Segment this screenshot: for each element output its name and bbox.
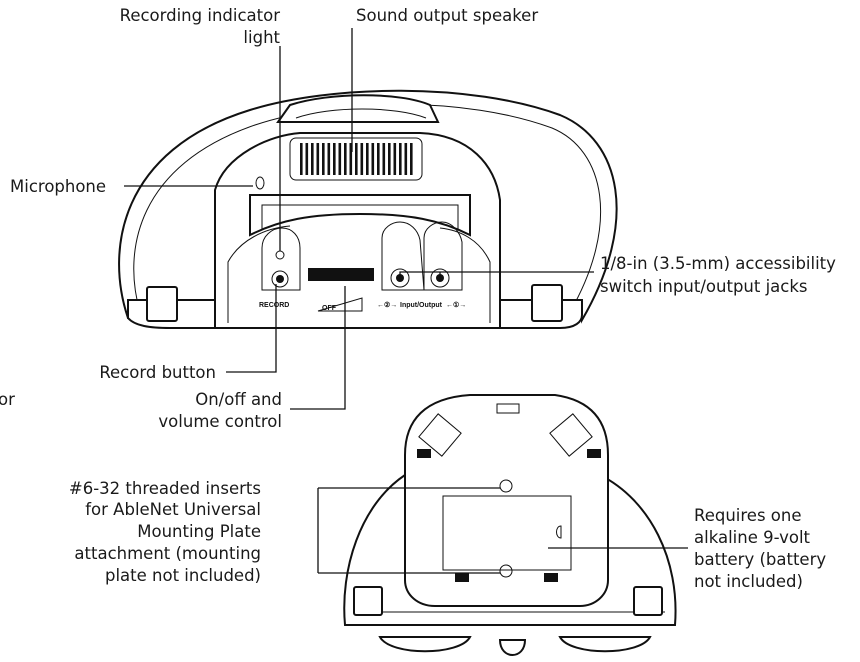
device-label-input-output: Input/Output xyxy=(400,302,443,309)
speaker-bar xyxy=(355,143,358,175)
device-bottom-view xyxy=(343,394,677,656)
battery-door xyxy=(442,495,572,571)
device-label-jack2: ←②→ xyxy=(377,301,397,309)
jack-1 xyxy=(430,268,450,288)
label-inserts-1: #6-32 threaded inserts xyxy=(69,479,261,498)
record-button-housing xyxy=(261,227,301,291)
battery-latch xyxy=(556,525,562,539)
bottom-left-roller xyxy=(378,636,472,653)
speaker-bar xyxy=(344,143,347,175)
speaker-bar xyxy=(393,143,397,175)
volume-wedge xyxy=(317,297,363,312)
callouts: Recording indicator light Sound output s… xyxy=(0,6,836,591)
bottom-right-roller xyxy=(558,636,652,653)
speaker-bar xyxy=(382,143,386,175)
front-left-foot xyxy=(146,286,178,322)
speaker-bar xyxy=(349,143,353,175)
microphone-hole xyxy=(255,176,265,190)
speaker-bars xyxy=(300,143,413,175)
speaker-bar xyxy=(300,143,303,175)
speaker-bar xyxy=(327,143,331,175)
label-battery-2: alkaline 9-volt xyxy=(694,528,811,547)
leader-switch-jacks xyxy=(399,271,594,278)
label-battery-3: battery (battery xyxy=(694,550,826,569)
pad-top-left xyxy=(418,413,462,457)
speaker-bar xyxy=(360,143,364,175)
speaker-bar xyxy=(410,143,413,175)
device-label-record: RECORD xyxy=(259,302,289,309)
threaded-insert-upper xyxy=(499,479,513,493)
label-inserts-2: for AbleNet Universal xyxy=(85,500,261,519)
speaker-bar xyxy=(333,143,336,175)
device-label-jack1: ←①→ xyxy=(446,301,466,309)
front-housing xyxy=(214,132,501,329)
leader-record-button xyxy=(226,284,277,373)
speaker-bar xyxy=(388,143,391,175)
speaker-bar xyxy=(366,143,369,175)
label-switch-jacks-2: switch input/output jacks xyxy=(600,277,808,296)
speaker-bar xyxy=(305,143,309,175)
speaker-bar xyxy=(316,143,320,175)
rubber-foot-4 xyxy=(544,573,558,582)
volume-control-slot xyxy=(308,268,374,281)
label-recording-indicator-1: Recording indicator xyxy=(120,6,281,25)
bottom-plate xyxy=(404,394,609,607)
jack1-housing xyxy=(423,221,463,291)
rubber-foot-1 xyxy=(417,449,431,458)
speaker-bar xyxy=(322,143,325,175)
device-label-off: OFF xyxy=(322,305,337,312)
label-record-button: Record button xyxy=(99,363,216,382)
device-front-view: RECORD OFF ←②→ Input/Output ←①→ xyxy=(118,89,618,329)
label-inserts-5: plate not included) xyxy=(105,566,261,585)
speaker-bar xyxy=(399,143,402,175)
label-recording-indicator-2: light xyxy=(243,28,280,47)
speaker-bar xyxy=(371,143,375,175)
rubber-foot-2 xyxy=(587,449,601,458)
pad-top-right xyxy=(549,413,593,457)
bottom-right-foot xyxy=(633,586,663,616)
speaker-grille xyxy=(289,137,423,181)
speaker-bar xyxy=(377,143,380,175)
speaker-bar xyxy=(311,143,314,175)
leader-inserts xyxy=(317,487,500,574)
label-battery-4: not included) xyxy=(694,572,803,591)
plate-slot xyxy=(496,403,520,414)
label-inserts-4: attachment (mounting xyxy=(74,544,261,563)
leader-onoff xyxy=(290,286,346,410)
bottom-tab xyxy=(498,639,527,656)
threaded-insert-lower xyxy=(499,564,513,578)
record-button xyxy=(271,270,289,288)
label-sound-output: Sound output speaker xyxy=(356,6,538,25)
bottom-left-foot xyxy=(353,586,383,616)
speaker-bar xyxy=(338,143,342,175)
front-right-foot xyxy=(531,284,563,322)
label-cut-off-fragment: or xyxy=(0,390,15,409)
rubber-foot-3 xyxy=(455,573,469,582)
label-inserts-3: Mounting Plate xyxy=(137,522,261,541)
label-battery-1: Requires one xyxy=(694,506,802,525)
jack2-housing xyxy=(381,221,425,291)
label-onoff-1: On/off and xyxy=(195,390,282,409)
label-onoff-2: volume control xyxy=(158,412,282,431)
label-switch-jacks-1: 1/8-in (3.5-mm) accessibility xyxy=(600,254,836,273)
label-microphone: Microphone xyxy=(10,177,106,196)
leader-lines xyxy=(124,28,688,574)
jack-2 xyxy=(390,268,410,288)
speaker-bar xyxy=(404,143,408,175)
